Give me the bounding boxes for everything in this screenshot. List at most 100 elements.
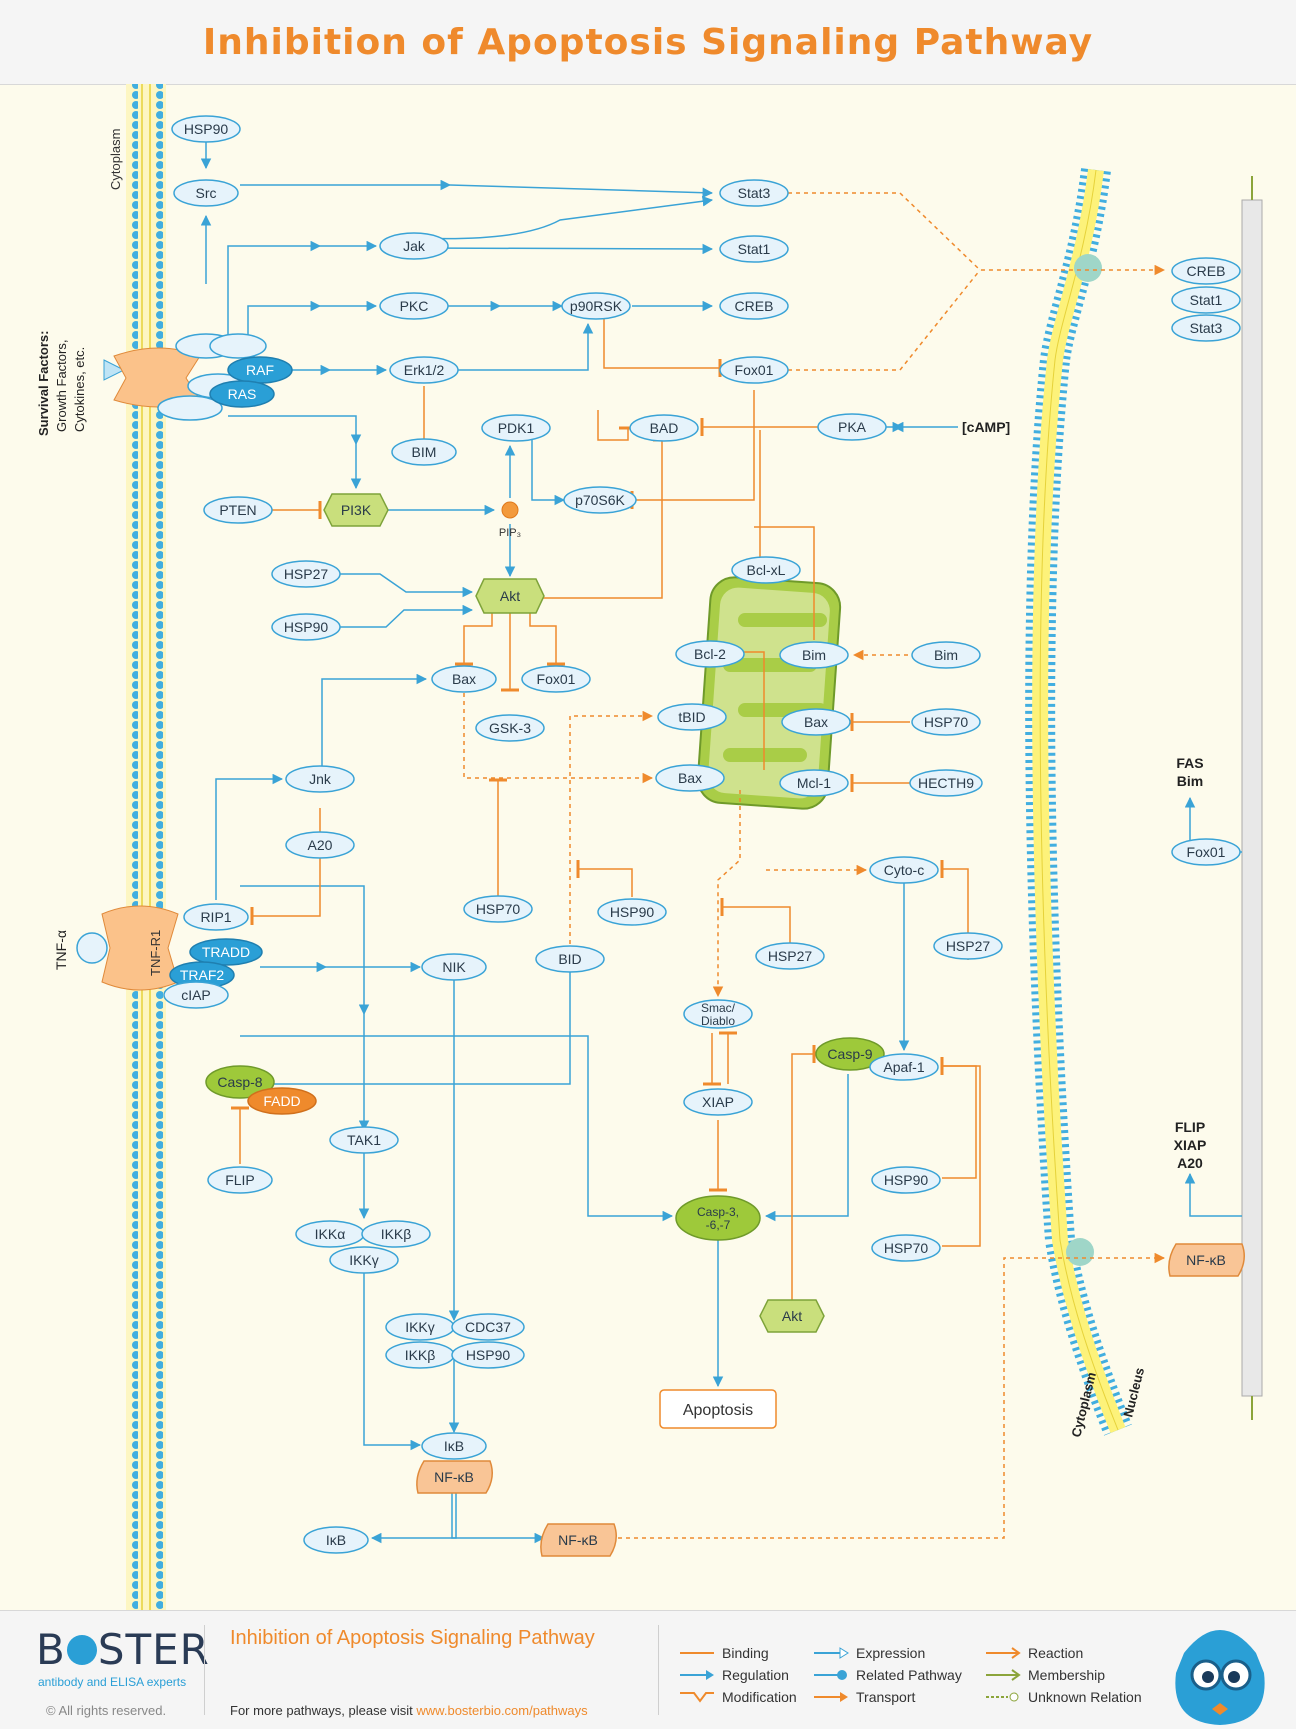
node-label: IKKβ: [405, 1347, 436, 1363]
node-ikb-b: IκB: [303, 1526, 369, 1554]
node-smac: Smac/Diablo: [683, 999, 753, 1029]
node-label: RAF: [246, 362, 274, 378]
node-label: p90RSK: [570, 298, 623, 314]
node-label: Bcl-2: [694, 646, 726, 662]
node-label: Stat1: [738, 241, 771, 257]
node-label: RIP1: [200, 909, 231, 925]
node-hsp90-d: HSP90: [451, 1341, 525, 1369]
xiap-nucleus-label: XIAP: [1174, 1137, 1207, 1153]
node-bim-out: Bim: [911, 641, 981, 669]
legend-related: Related Pathway: [814, 1667, 962, 1683]
node-label: PTEN: [219, 502, 256, 518]
mitochondrion: [696, 576, 842, 810]
apoptosis-label: Apoptosis: [683, 1402, 753, 1419]
node-label: HSP27: [768, 948, 813, 964]
copyright: © All rights reserved.: [46, 1703, 167, 1718]
node-casp9: Casp-9: [815, 1037, 885, 1071]
node-label: IκB: [326, 1532, 346, 1548]
regulation-arrows: [200, 142, 1242, 1544]
node-casp367: Casp-3,-6,-7: [675, 1195, 761, 1241]
node-label: Bcl-xL: [747, 562, 786, 578]
node-label: Jnk: [309, 771, 332, 787]
node-label: CREB: [1187, 263, 1226, 279]
node-stat1: Stat1: [719, 235, 789, 263]
legend-membership: Membership: [986, 1667, 1105, 1683]
node-label: Bax: [804, 714, 828, 730]
node-label: HSP90: [466, 1347, 511, 1363]
node-label: CDC37: [465, 1319, 511, 1335]
node-fox01-a: Fox01: [521, 665, 591, 693]
page-title: Inhibition of Apoptosis Signaling Pathwa…: [202, 22, 1094, 63]
tnf-r1-label: TNF-R1: [148, 930, 163, 976]
survival-factors-title: Survival Factors:: [36, 331, 51, 437]
pathways-link[interactable]: www.bosterbio.com/pathways: [416, 1703, 588, 1718]
node-label: NF-κB: [1186, 1252, 1226, 1268]
node-stat3: Stat3: [719, 179, 789, 207]
node-ras: RAS: [209, 380, 275, 408]
node-bid: BID: [535, 945, 605, 973]
node-label: Jak: [403, 238, 426, 254]
node-label: HSP70: [924, 714, 969, 730]
node-fox01-top: Fox01: [719, 356, 789, 384]
node-bax-b: Bax: [655, 764, 725, 792]
mascot-icon: [1175, 1630, 1265, 1725]
pip3-label: PIP₃: [499, 527, 521, 539]
legend-binding: Binding: [680, 1645, 769, 1661]
node-fox01-nuc: Fox01: [1171, 838, 1241, 866]
node-label: IKKγ: [405, 1319, 435, 1335]
node-hsp90-top: HSP90: [171, 115, 241, 143]
node-xiap: XIAP: [683, 1088, 753, 1116]
node-bad: BAD: [629, 414, 699, 442]
node-label: CREB: [735, 298, 774, 314]
legend-reaction: Reaction: [986, 1645, 1083, 1661]
node-tbid: tBID: [657, 703, 727, 731]
node-label: PDK1: [498, 420, 535, 436]
node-akt: Akt: [475, 578, 545, 614]
node-label: NIK: [442, 959, 466, 975]
node-label: Cyto-c: [884, 862, 924, 878]
fas-label: FAS: [1176, 755, 1203, 771]
node-label: FLIP: [225, 1172, 255, 1188]
node-label: NF-κB: [434, 1469, 474, 1485]
node-label: A20: [308, 837, 333, 853]
node-fadd: FADD: [247, 1087, 317, 1115]
node-jnk: Jnk: [285, 765, 355, 793]
node-erk: Erk1/2: [389, 356, 459, 384]
node-ciap: cIAP: [163, 981, 229, 1009]
node-bcl2: Bcl-2: [675, 640, 745, 668]
legend-unknown: Unknown Relation: [986, 1689, 1142, 1705]
legend-modification: Modification: [680, 1689, 797, 1705]
node-bclxl: Bcl-xL: [731, 556, 801, 584]
node-label: GSK-3: [489, 720, 531, 736]
node-ikkg: IKKγ: [329, 1246, 399, 1274]
node-label: HSP27: [946, 938, 991, 954]
node-ikkb: IKKβ: [361, 1220, 431, 1248]
nuclear-membrane: [1025, 168, 1132, 1436]
node-raf: RAF: [227, 356, 293, 384]
node-stat3-nuc: Stat3: [1171, 314, 1241, 342]
node-apaf1: Apaf-1: [869, 1053, 939, 1081]
cytoplasm-top-label: Cytoplasm: [108, 129, 123, 190]
node-label: Casp-9: [827, 1046, 872, 1062]
node-label: Bim: [934, 647, 958, 663]
node-label: TRAF2: [180, 967, 225, 983]
cytoplasm-bottom-label: Cytoplasm: [1068, 1371, 1099, 1439]
node-label: BID: [558, 951, 581, 967]
node-tak1: TAK1: [329, 1126, 399, 1154]
footer-title: Inhibition of Apoptosis Signaling Pathwa…: [230, 1627, 595, 1649]
node-label: IκB: [444, 1438, 464, 1454]
node-src: Src: [173, 179, 239, 207]
footer-divider-2: [658, 1625, 659, 1715]
node-label: HECTH9: [918, 775, 974, 791]
node-label: TAK1: [347, 1132, 381, 1148]
node-cytoc: Cyto-c: [869, 856, 939, 884]
survival-factors-line3: Cytokines, etc.: [72, 347, 87, 432]
node-hsp70-c: HSP70: [871, 1234, 941, 1262]
node-label: FADD: [263, 1093, 300, 1109]
node-p70s6k: p70S6K: [563, 486, 637, 514]
node-label: Casp-3,-6,-7: [697, 1205, 739, 1232]
footer-divider: [204, 1625, 205, 1715]
node-jak: Jak: [379, 232, 449, 260]
node-label: Stat1: [1190, 292, 1223, 308]
